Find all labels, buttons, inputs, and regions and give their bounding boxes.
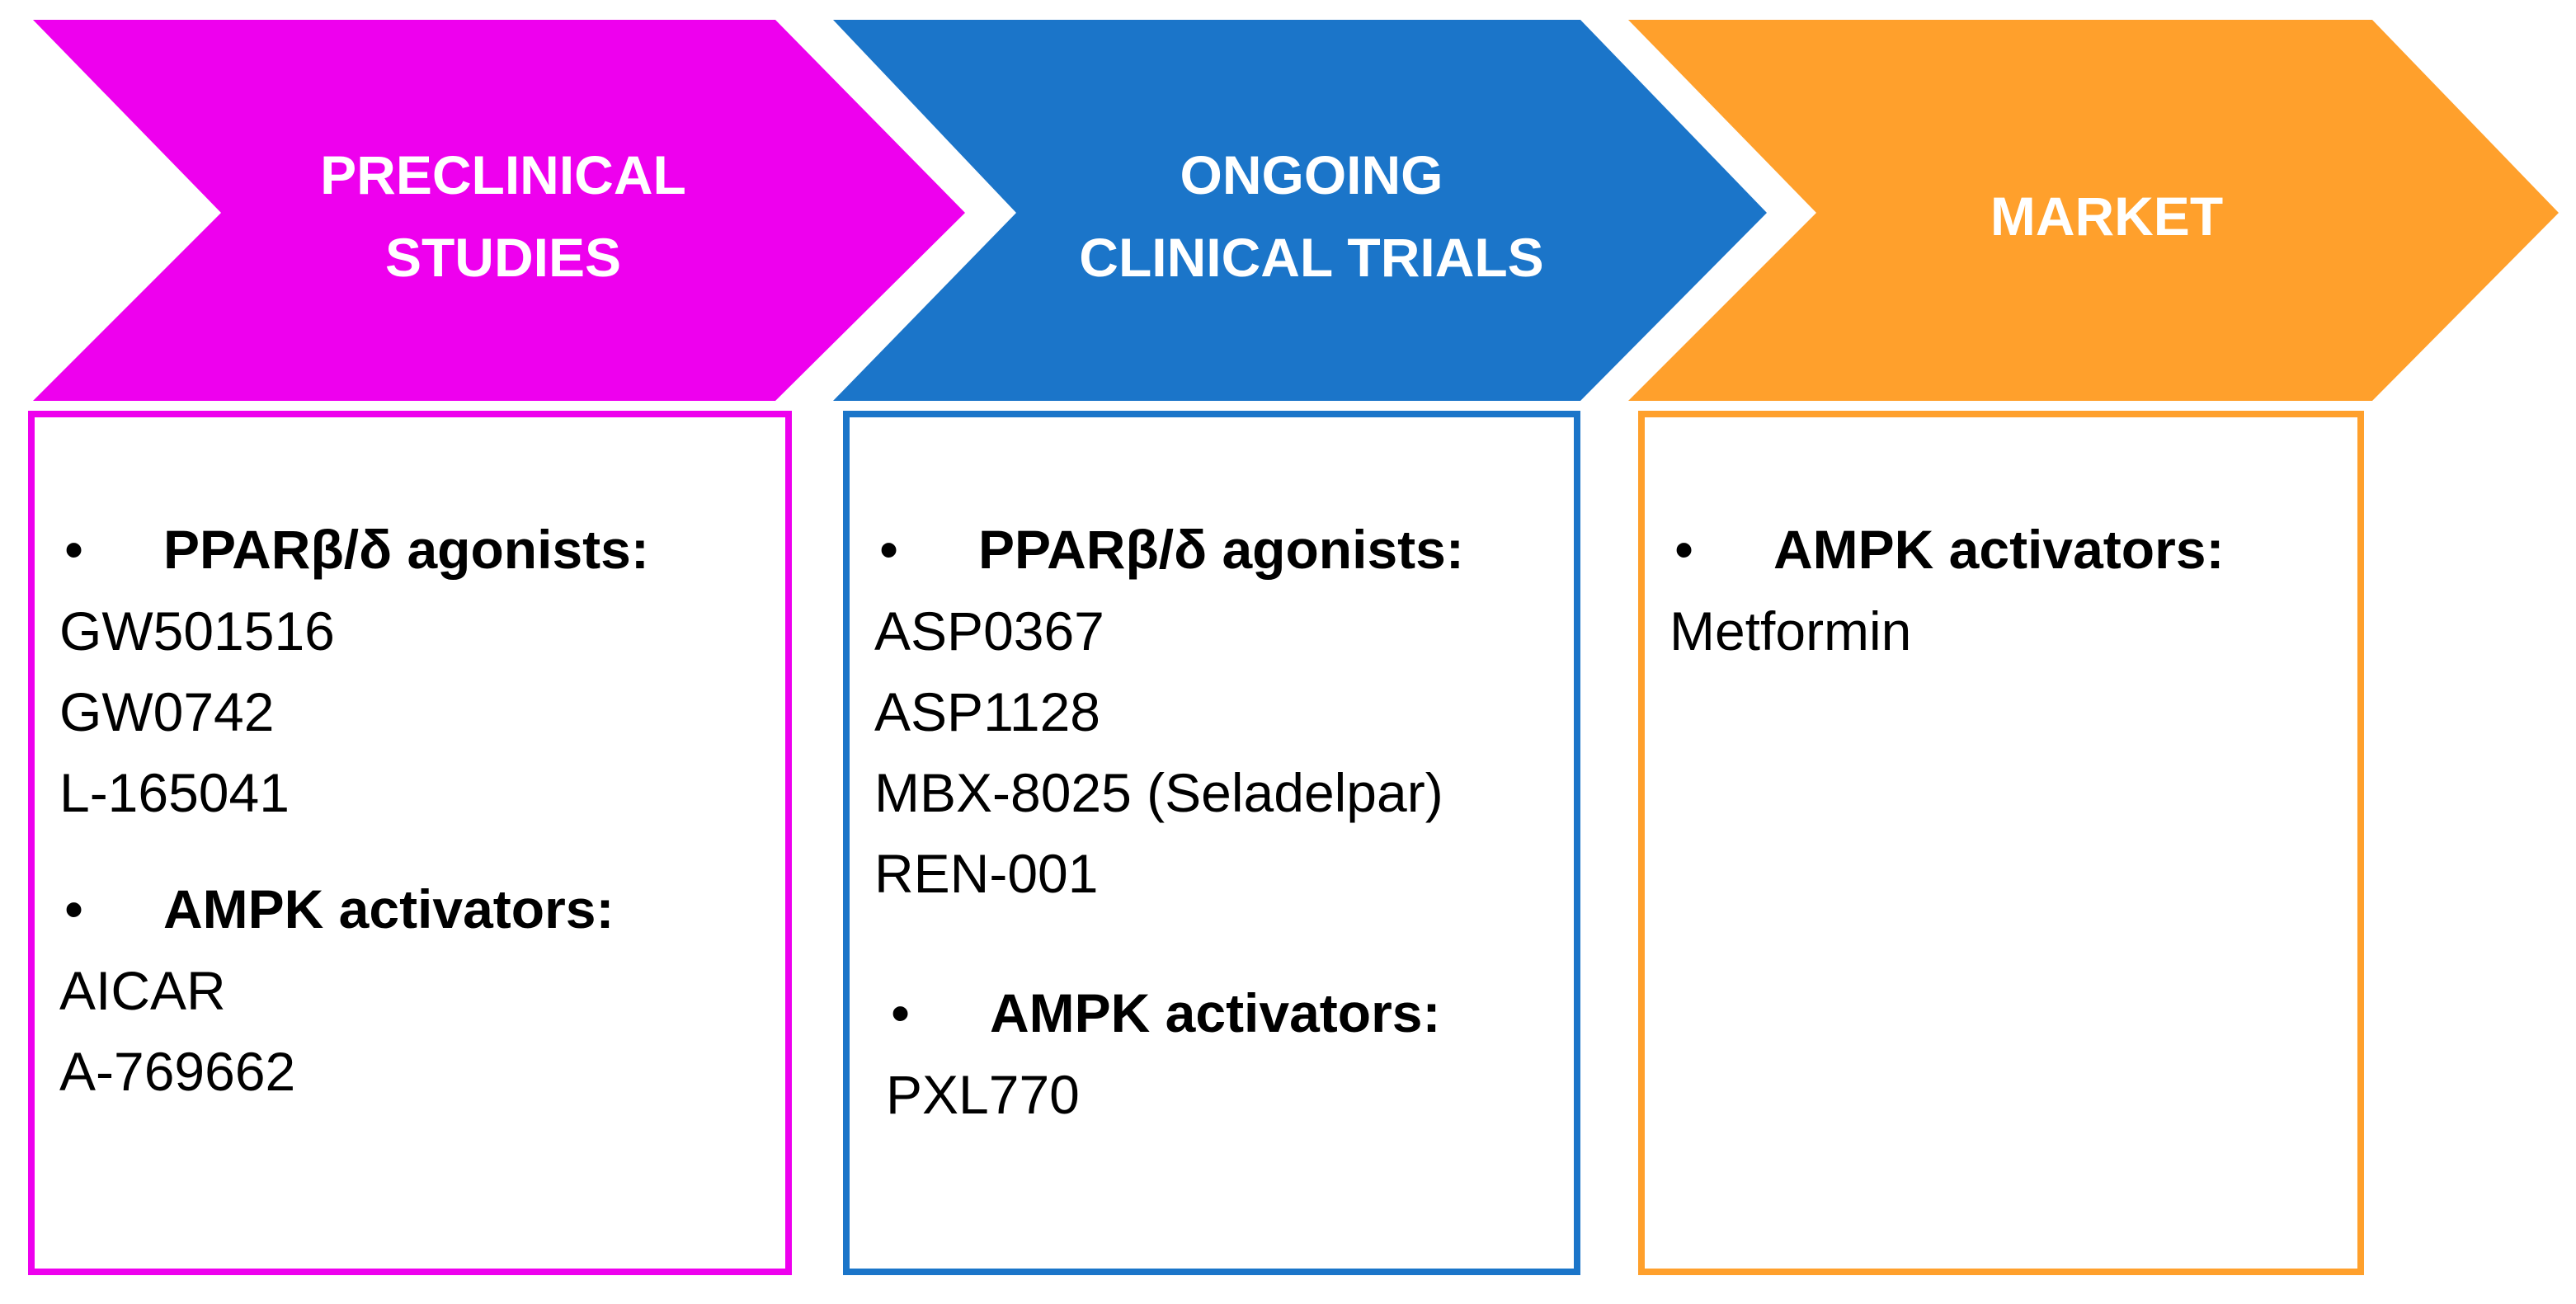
- clinical-ppar-heading-text: PPARβ/δ agonists:: [978, 519, 1464, 580]
- clinical-ampk-group: • AMPK activators: PXL770: [886, 972, 1566, 1135]
- bullet-marker: •: [64, 878, 84, 939]
- preclinical-chevron-shape: [33, 20, 965, 401]
- clinical-chevron-arrow: [833, 20, 1767, 401]
- bullet-marker: •: [1674, 519, 1694, 580]
- clinical-content-box: • PPARβ/δ agonists: ASP0367 ASP1128 MBX-…: [843, 411, 1580, 1275]
- preclinical-ppar-item-2: GW0742: [59, 681, 275, 742]
- preclinical-ppar-group: • PPARβ/δ agonists: GW501516 GW0742 L-16…: [59, 508, 777, 833]
- preclinical-ampk-heading-text: AMPK activators:: [163, 878, 615, 939]
- stage-clinical-trials: ONGOING CLINICAL TRIALS • PPARβ/δ agonis…: [833, 0, 1790, 1304]
- preclinical-title: PRECLINICAL STUDIES: [247, 134, 759, 299]
- preclinical-ampk-item-2: A-769662: [59, 1041, 296, 1102]
- bullet-marker: •: [64, 519, 84, 580]
- clinical-ampk-item-1: PXL770: [886, 1064, 1080, 1125]
- market-title-line-1: MARKET: [1990, 186, 2224, 247]
- bullet-marker: •: [879, 519, 899, 580]
- preclinical-ppar-heading: • PPARβ/δ agonists:: [59, 508, 777, 591]
- clinical-ppar-group: • PPARβ/δ agonists: ASP0367 ASP1128 MBX-…: [874, 508, 1566, 914]
- preclinical-ppar-item-3: L-165041: [59, 762, 290, 823]
- market-content-box: • AMPK activators: Metformin: [1638, 411, 2364, 1275]
- stage-preclinical: PRECLINICAL STUDIES • PPARβ/δ agonists: …: [0, 0, 973, 1304]
- stage-market: MARKET • AMPK activators: Metformin: [1628, 0, 2569, 1304]
- market-ampk-group: • AMPK activators: Metformin: [1669, 508, 2349, 671]
- clinical-chevron-shape: [833, 20, 1767, 401]
- bullet-marker: •: [891, 982, 911, 1043]
- market-ampk-heading: • AMPK activators:: [1669, 508, 2349, 591]
- market-chevron-arrow: [1628, 20, 2559, 401]
- preclinical-chevron-arrow: [33, 20, 965, 401]
- preclinical-ppar-item-1: GW501516: [59, 600, 335, 661]
- clinical-title: ONGOING CLINICAL TRIALS: [1031, 134, 1592, 299]
- market-ampk-heading-text: AMPK activators:: [1773, 519, 2225, 580]
- clinical-ppar-item-3: MBX-8025 (Seladelpar): [874, 762, 1443, 823]
- preclinical-ppar-heading-text: PPARβ/δ agonists:: [163, 519, 649, 580]
- preclinical-ampk-item-1: AICAR: [59, 960, 226, 1021]
- preclinical-ampk-heading: • AMPK activators:: [59, 868, 777, 950]
- clinical-ampk-heading-text: AMPK activators:: [990, 982, 1441, 1043]
- clinical-ampk-heading: • AMPK activators:: [886, 972, 1566, 1054]
- market-chevron-shape: [1628, 20, 2559, 401]
- clinical-ppar-item-1: ASP0367: [874, 600, 1104, 661]
- clinical-content-list: • PPARβ/δ agonists: ASP0367 ASP1128 MBX-…: [874, 508, 1566, 1135]
- preclinical-title-line-1: PRECLINICAL: [320, 144, 686, 205]
- market-content-list: • AMPK activators: Metformin: [1669, 508, 2349, 671]
- preclinical-content-box: • PPARβ/δ agonists: GW501516 GW0742 L-16…: [28, 411, 792, 1275]
- clinical-title-line-2: CLINICAL TRIALS: [1079, 227, 1544, 288]
- preclinical-content-list: • PPARβ/δ agonists: GW501516 GW0742 L-16…: [59, 508, 777, 1112]
- clinical-ppar-heading: • PPARβ/δ agonists:: [874, 508, 1566, 591]
- market-ampk-item-1: Metformin: [1669, 600, 1912, 661]
- market-title: MARKET: [1826, 134, 2387, 299]
- preclinical-title-line-2: STUDIES: [384, 227, 622, 288]
- preclinical-ampk-group: • AMPK activators: AICAR A-769662: [59, 868, 777, 1112]
- clinical-ppar-item-2: ASP1128: [874, 681, 1100, 742]
- clinical-ppar-item-4: REN-001: [874, 843, 1099, 904]
- clinical-title-line-1: ONGOING: [1180, 144, 1443, 205]
